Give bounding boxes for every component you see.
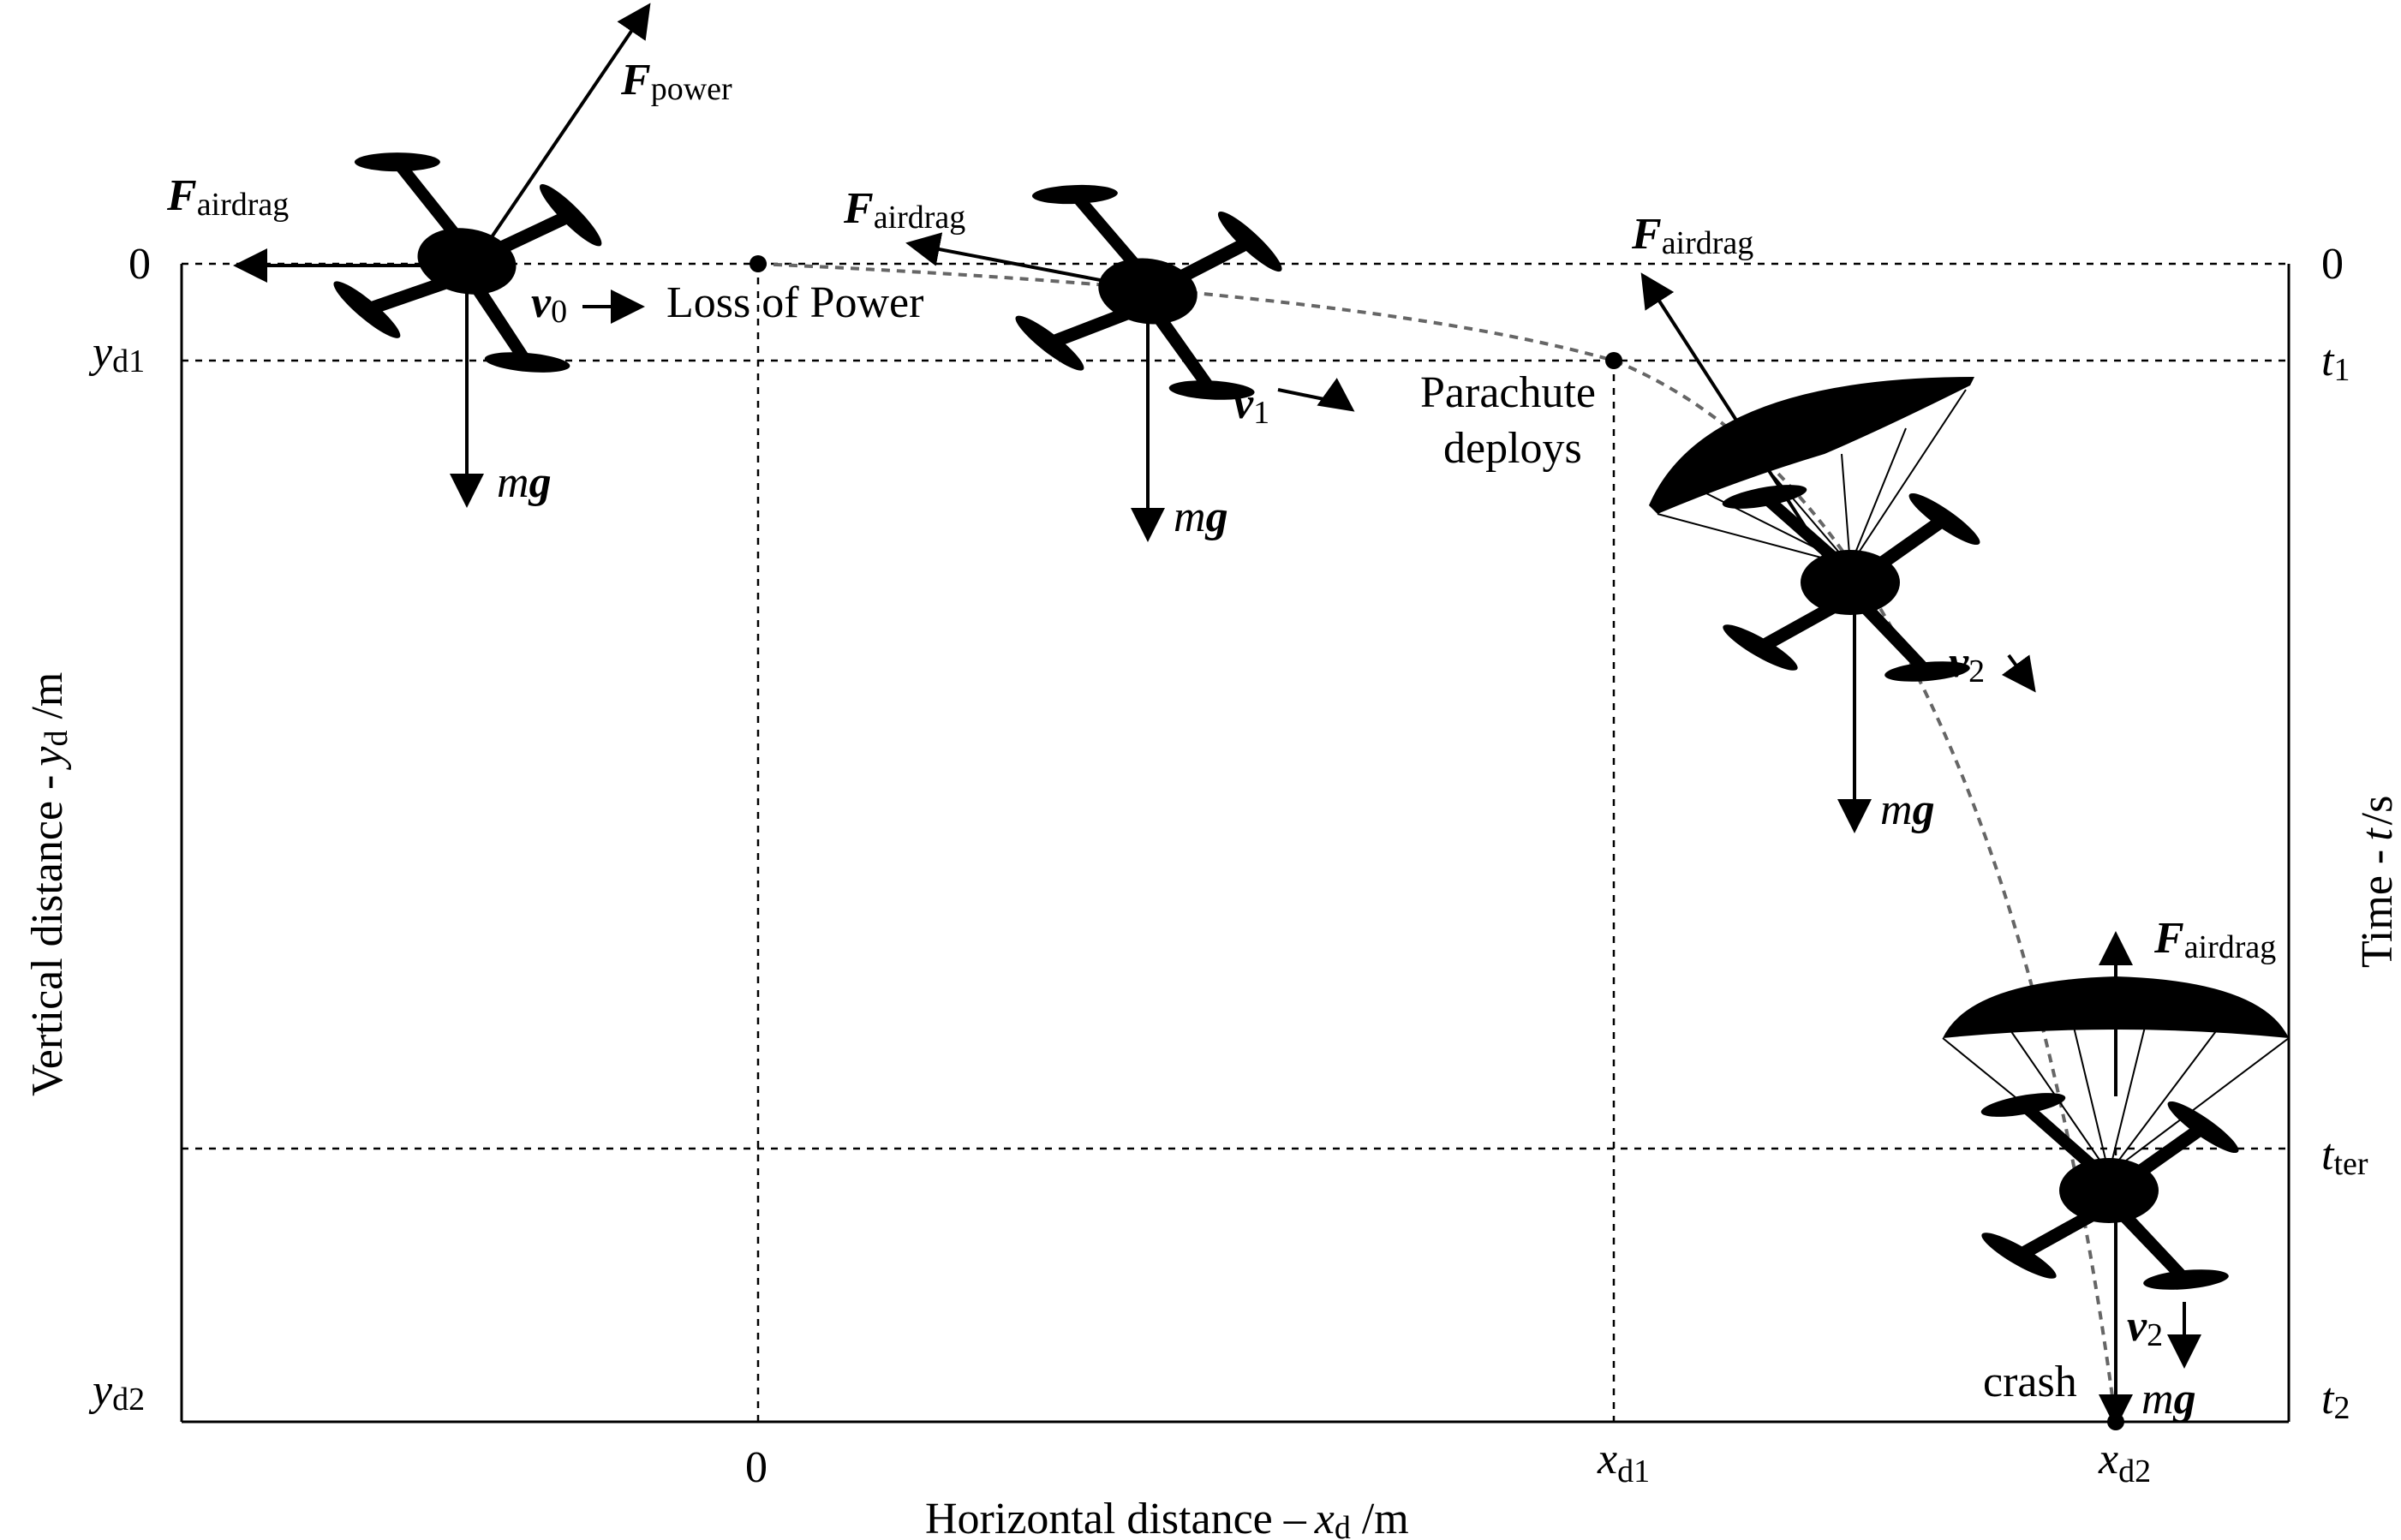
label-mg-4: mg (2141, 1375, 2196, 1424)
descent-trajectory (757, 262, 2117, 1423)
parachute-deploy-point (1605, 352, 1622, 369)
tick-xd1: xd1 (1597, 1435, 1650, 1489)
parachute-canopy-icon (1649, 377, 1974, 566)
force-airdrag-arrow-2 (905, 232, 1114, 284)
tick-t2: t2 (2321, 1375, 2350, 1426)
tick-xd2: xd2 (2098, 1435, 2151, 1489)
time-axis-title: Time -t/s (2353, 796, 2401, 968)
label-mg-3: mg (1880, 785, 1935, 834)
loss-of-power-point (750, 255, 767, 272)
quadcopter-drone-icon (1718, 480, 1986, 685)
tick-t1: t1 (2321, 337, 2350, 388)
x-axis-title: Horizontal distance –xd /m (925, 1495, 1409, 1540)
tick-t0: 0 (2321, 240, 2344, 289)
quadcopter-drone-icon (1977, 1088, 2244, 1293)
label-parachute-deploys-1: Parachute (1420, 368, 1596, 417)
label-f-airdrag-4: Fairdrag (2153, 914, 2276, 965)
label-v0: v0 (531, 278, 567, 330)
tick-yd1: yd1 (88, 328, 145, 379)
label-v2-1: v2 (1949, 638, 1985, 689)
tick-tter: tter (2321, 1131, 2368, 1182)
label-f-airdrag-1: Fairdrag (166, 171, 289, 223)
force-airdrag-arrow-3 (1640, 272, 1826, 558)
velocity-v1-arrow (1317, 378, 1355, 412)
label-mg-2: mg (1174, 492, 1228, 541)
label-loss-of-power: Loss of Power (666, 278, 923, 327)
velocity-v2-arrow-1 (2001, 654, 2036, 693)
velocity-v1-shaft (1277, 388, 1341, 404)
label-crash: crash (1983, 1358, 2077, 1406)
label-parachute-deploys-2: deploys (1443, 424, 1582, 473)
tick-x0: 0 (745, 1443, 767, 1492)
tick-y0: 0 (128, 240, 151, 289)
label-f-power: Fpower (620, 56, 732, 107)
force-power-arrow (482, 3, 651, 250)
label-f-airdrag-3: Fairdrag (1631, 210, 1753, 261)
y-axis-title: Vertical distance -yd /m (23, 672, 75, 1096)
label-f-airdrag-2: Fairdrag (843, 184, 965, 236)
label-mg-1: mg (497, 458, 552, 507)
label-v2-2: v2 (2127, 1302, 2163, 1353)
label-v1: v1 (1233, 379, 1269, 431)
plot-frame (180, 262, 2291, 1424)
tick-yd2: yd2 (88, 1366, 145, 1418)
